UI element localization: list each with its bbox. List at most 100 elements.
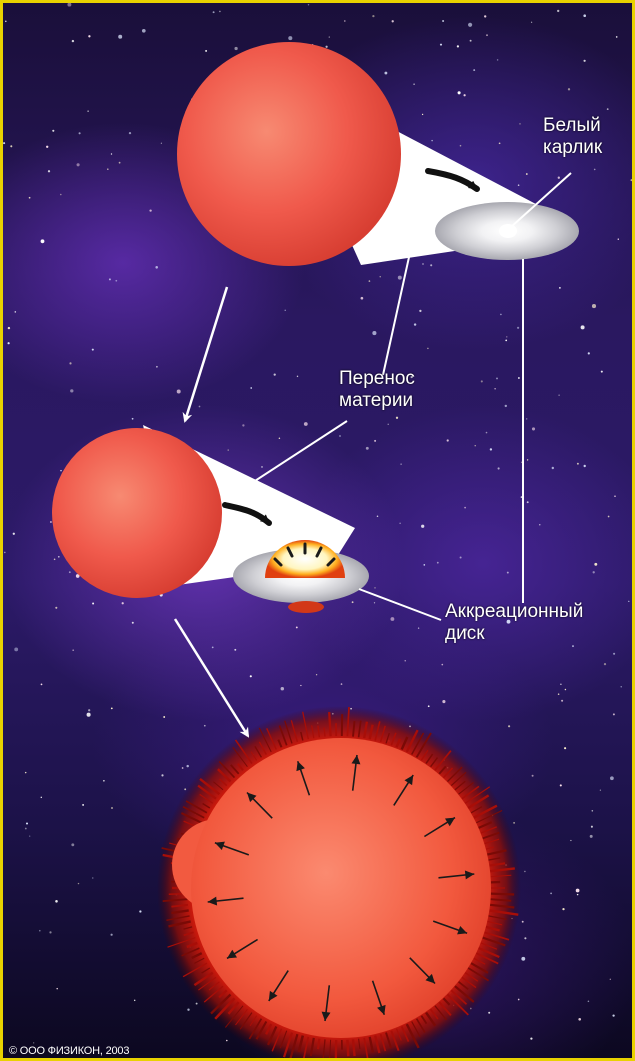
star: [399, 522, 401, 524]
flare-spike: [182, 962, 208, 978]
flare-spike: [346, 707, 350, 737]
star: [39, 929, 41, 932]
expansion-arrows: [207, 754, 475, 1022]
star: [591, 304, 597, 309]
red-giant-2: [52, 428, 222, 598]
flare-spike: [186, 941, 198, 949]
star: [384, 71, 388, 75]
flare-spike: [185, 800, 208, 814]
flare-spike: [450, 771, 467, 787]
flare-spike: [442, 997, 451, 1006]
star: [464, 628, 468, 631]
star: [24, 827, 27, 830]
star: [591, 810, 594, 812]
flare-spike: [470, 806, 483, 814]
star: [103, 779, 105, 782]
flare-spike: [395, 738, 402, 748]
star: [421, 113, 424, 116]
star: [10, 145, 13, 148]
flare-spike: [374, 721, 381, 741]
star: [413, 83, 415, 86]
flare-spike: [182, 805, 205, 819]
star: [496, 59, 499, 61]
star: [261, 465, 263, 468]
star: [28, 196, 31, 199]
star: [118, 34, 123, 39]
star: [480, 380, 483, 383]
star: [557, 176, 560, 179]
star: [506, 619, 511, 624]
star: [88, 709, 91, 712]
star: [592, 571, 595, 574]
star: [47, 170, 51, 173]
flare-spike: [454, 985, 475, 1003]
expansion-arrowhead: [247, 792, 257, 803]
flare-spike: [278, 725, 288, 746]
star: [273, 373, 276, 376]
star: [575, 888, 580, 893]
star: [530, 1037, 533, 1040]
flare-spike: [390, 1030, 400, 1052]
star: [55, 606, 58, 609]
flare-spike: [415, 1018, 426, 1033]
flare-spike: [302, 711, 309, 740]
star: [463, 94, 466, 97]
copyright-text: © ООО ФИЗИКОН, 2003: [9, 1045, 130, 1057]
flare-spike: [484, 838, 500, 845]
star: [628, 600, 630, 602]
star: [56, 987, 58, 990]
stage-arrow-1-to-2: [182, 286, 229, 423]
star: [372, 14, 375, 18]
flare-spike: [213, 781, 224, 791]
star: [205, 49, 208, 52]
star: [526, 501, 529, 504]
flare-spike: [162, 898, 188, 902]
star: [564, 688, 567, 691]
star: [516, 326, 520, 329]
star: [5, 20, 7, 23]
flare-spike: [467, 967, 490, 982]
flare-spike: [488, 857, 501, 861]
star: [439, 43, 443, 46]
label-white-dwarf: Белый карлик: [543, 115, 603, 158]
star: [111, 807, 113, 809]
star: [617, 238, 619, 240]
flare-spike: [166, 915, 190, 921]
star: [60, 469, 62, 472]
flare-spike: [346, 1039, 350, 1057]
flare-spike: [284, 720, 293, 744]
flare-spike: [279, 1030, 288, 1049]
star: [423, 564, 426, 566]
flare-spike: [202, 802, 211, 809]
star: [550, 892, 552, 895]
flare-spike: [323, 727, 326, 737]
flare-spike: [405, 729, 419, 753]
star: [513, 821, 516, 824]
star: [614, 495, 616, 497]
red-giant-1: [177, 42, 401, 266]
flare-spike: [167, 937, 196, 948]
star: [615, 36, 618, 38]
flare-spike: [201, 967, 211, 974]
expansion-arrowhead: [404, 775, 414, 786]
star: [606, 108, 609, 110]
star: [587, 1000, 590, 1003]
expansion-arrowhead: [214, 841, 225, 850]
star: [506, 336, 508, 338]
flare-spike: [254, 745, 263, 758]
flare-spike: [473, 957, 486, 965]
star: [526, 459, 529, 461]
star: [572, 645, 574, 648]
flare-spike: [485, 846, 495, 850]
flare-spike: [442, 767, 454, 779]
expansion-arrowhead: [445, 817, 455, 827]
stage-3: [157, 706, 521, 1058]
star: [242, 424, 245, 427]
flare-spike: [478, 821, 493, 829]
flare-spike: [458, 782, 474, 795]
flare-spike: [239, 1012, 253, 1030]
star: [590, 825, 593, 828]
flare-spike: [363, 721, 369, 739]
flare-spike: [490, 898, 512, 902]
